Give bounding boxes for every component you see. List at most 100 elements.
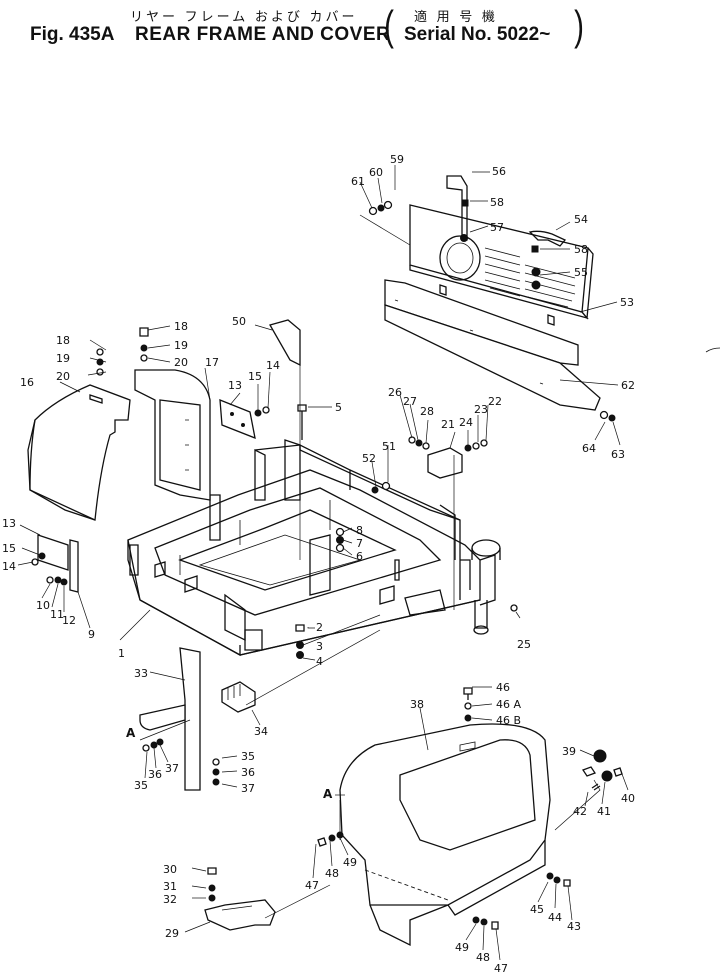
callout-8: 8 bbox=[356, 524, 363, 537]
callout-20-mid: 20 bbox=[174, 356, 188, 369]
callout-39: 39 bbox=[562, 745, 576, 758]
callout-7: 7 bbox=[356, 537, 363, 550]
callout-41: 41 bbox=[597, 805, 611, 818]
callout-4: 4 bbox=[316, 655, 323, 668]
callout-38: 38 bbox=[410, 698, 424, 711]
callout-55: 55 bbox=[574, 266, 588, 279]
callout-62: 62 bbox=[621, 379, 635, 392]
callout-46a: 46 A bbox=[496, 698, 521, 711]
english-title: REAR FRAME AND COVER bbox=[135, 24, 391, 45]
callout-23: 23 bbox=[474, 403, 488, 416]
callout-37-right: 37 bbox=[241, 782, 255, 795]
callout-34: 34 bbox=[254, 725, 268, 738]
bar-9 bbox=[69, 539, 79, 593]
callout-18-left: 18 bbox=[56, 334, 70, 347]
japanese-serial-label: 適 用 号 機 bbox=[414, 9, 498, 24]
hardware bbox=[31, 175, 623, 930]
rear-frame bbox=[127, 439, 501, 657]
right-bracket: ) bbox=[574, 2, 584, 49]
callout-28: 28 bbox=[420, 405, 434, 418]
leader-lines bbox=[17, 165, 629, 961]
callout-46b: 46 B bbox=[496, 714, 521, 727]
callout-29: 29 bbox=[165, 927, 179, 940]
callout-36-right: 36 bbox=[241, 766, 255, 779]
bracket-34 bbox=[221, 681, 256, 713]
callout-45: 45 bbox=[530, 903, 544, 916]
bracket-21 bbox=[427, 447, 463, 479]
callout-59: 59 bbox=[390, 153, 404, 166]
callout-46: 46 bbox=[496, 681, 510, 694]
callout-42: 42 bbox=[573, 805, 587, 818]
callout-60: 60 bbox=[369, 166, 383, 179]
plate-13-upper bbox=[219, 399, 256, 440]
engine-hood bbox=[339, 723, 551, 947]
callout-31: 31 bbox=[163, 880, 177, 893]
callout-15-left: 15 bbox=[2, 542, 16, 555]
callout-56: 56 bbox=[492, 165, 506, 178]
bracket-29 bbox=[204, 899, 276, 931]
callout-58-upper: 58 bbox=[490, 196, 504, 209]
side-cover-left bbox=[27, 384, 131, 521]
callout-48-upper: 48 bbox=[325, 867, 339, 880]
callout-13-upper: 13 bbox=[228, 379, 242, 392]
callout-63: 63 bbox=[611, 448, 625, 461]
callout-44: 44 bbox=[548, 911, 562, 924]
callout-22: 22 bbox=[488, 395, 502, 408]
callout-36-left: 36 bbox=[148, 768, 162, 781]
callout-30: 30 bbox=[163, 863, 177, 876]
callout-21: 21 bbox=[441, 418, 455, 431]
callout-35-right: 35 bbox=[241, 750, 255, 763]
callout-64: 64 bbox=[582, 442, 596, 455]
callout-18-mid: 18 bbox=[174, 320, 188, 333]
callout-19-mid: 19 bbox=[174, 339, 188, 352]
callout-35-left: 35 bbox=[134, 779, 148, 792]
callout-3: 3 bbox=[316, 640, 323, 653]
callout-26: 26 bbox=[388, 386, 402, 399]
callout-25: 25 bbox=[517, 638, 531, 651]
callout-49-lower: 49 bbox=[455, 941, 469, 954]
callout-11: 11 bbox=[50, 608, 64, 621]
callout-14-upper: 14 bbox=[266, 359, 280, 372]
callout-53: 53 bbox=[620, 296, 634, 309]
callout-47-lower: 47 bbox=[494, 962, 508, 973]
callout-49-upper: 49 bbox=[343, 856, 357, 869]
callout-12: 12 bbox=[62, 614, 76, 627]
callout-51: 51 bbox=[382, 440, 396, 453]
edge-mark bbox=[705, 347, 721, 353]
callout-19-left: 19 bbox=[56, 352, 70, 365]
callout-10: 10 bbox=[36, 599, 50, 612]
callout-40: 40 bbox=[621, 792, 635, 805]
left-bracket: ( bbox=[384, 2, 394, 49]
callout-48-lower: 48 bbox=[476, 951, 490, 964]
lower-plate bbox=[384, 279, 601, 411]
serial-number: Serial No. 5022~ bbox=[404, 24, 551, 45]
callout-47-upper: 47 bbox=[305, 879, 319, 892]
callout-15-upper: 15 bbox=[248, 370, 262, 383]
callout-50: 50 bbox=[232, 315, 246, 328]
bracket-17 bbox=[134, 369, 211, 501]
callout-33: 33 bbox=[134, 667, 148, 680]
callout-1: 1 bbox=[118, 647, 125, 660]
callout-16: 16 bbox=[20, 376, 34, 389]
callout-14-left: 14 bbox=[2, 560, 16, 573]
callout-a-left: A bbox=[126, 726, 136, 740]
callout-2: 2 bbox=[316, 621, 323, 634]
callout-labels: 1 2 3 4 5 6 7 8 9 10 11 12 13 13 14 14 1… bbox=[2, 153, 635, 973]
callout-6: 6 bbox=[356, 550, 363, 563]
callout-57: 57 bbox=[490, 221, 504, 234]
post-33 bbox=[139, 647, 201, 791]
callout-61: 61 bbox=[351, 175, 365, 188]
callout-5: 5 bbox=[335, 401, 342, 414]
callout-a-right: A bbox=[323, 787, 333, 801]
plate-13-left bbox=[37, 534, 69, 571]
callout-9: 9 bbox=[88, 628, 95, 641]
callout-43: 43 bbox=[567, 920, 581, 933]
callout-58-right: 58 bbox=[574, 243, 588, 256]
callout-37-left: 37 bbox=[165, 762, 179, 775]
callout-17: 17 bbox=[205, 356, 219, 369]
japanese-title: リヤー フレーム および カバー bbox=[130, 9, 358, 24]
figure-number: Fig. 435A bbox=[30, 24, 115, 45]
callout-24: 24 bbox=[459, 416, 473, 429]
callout-27: 27 bbox=[403, 395, 417, 408]
